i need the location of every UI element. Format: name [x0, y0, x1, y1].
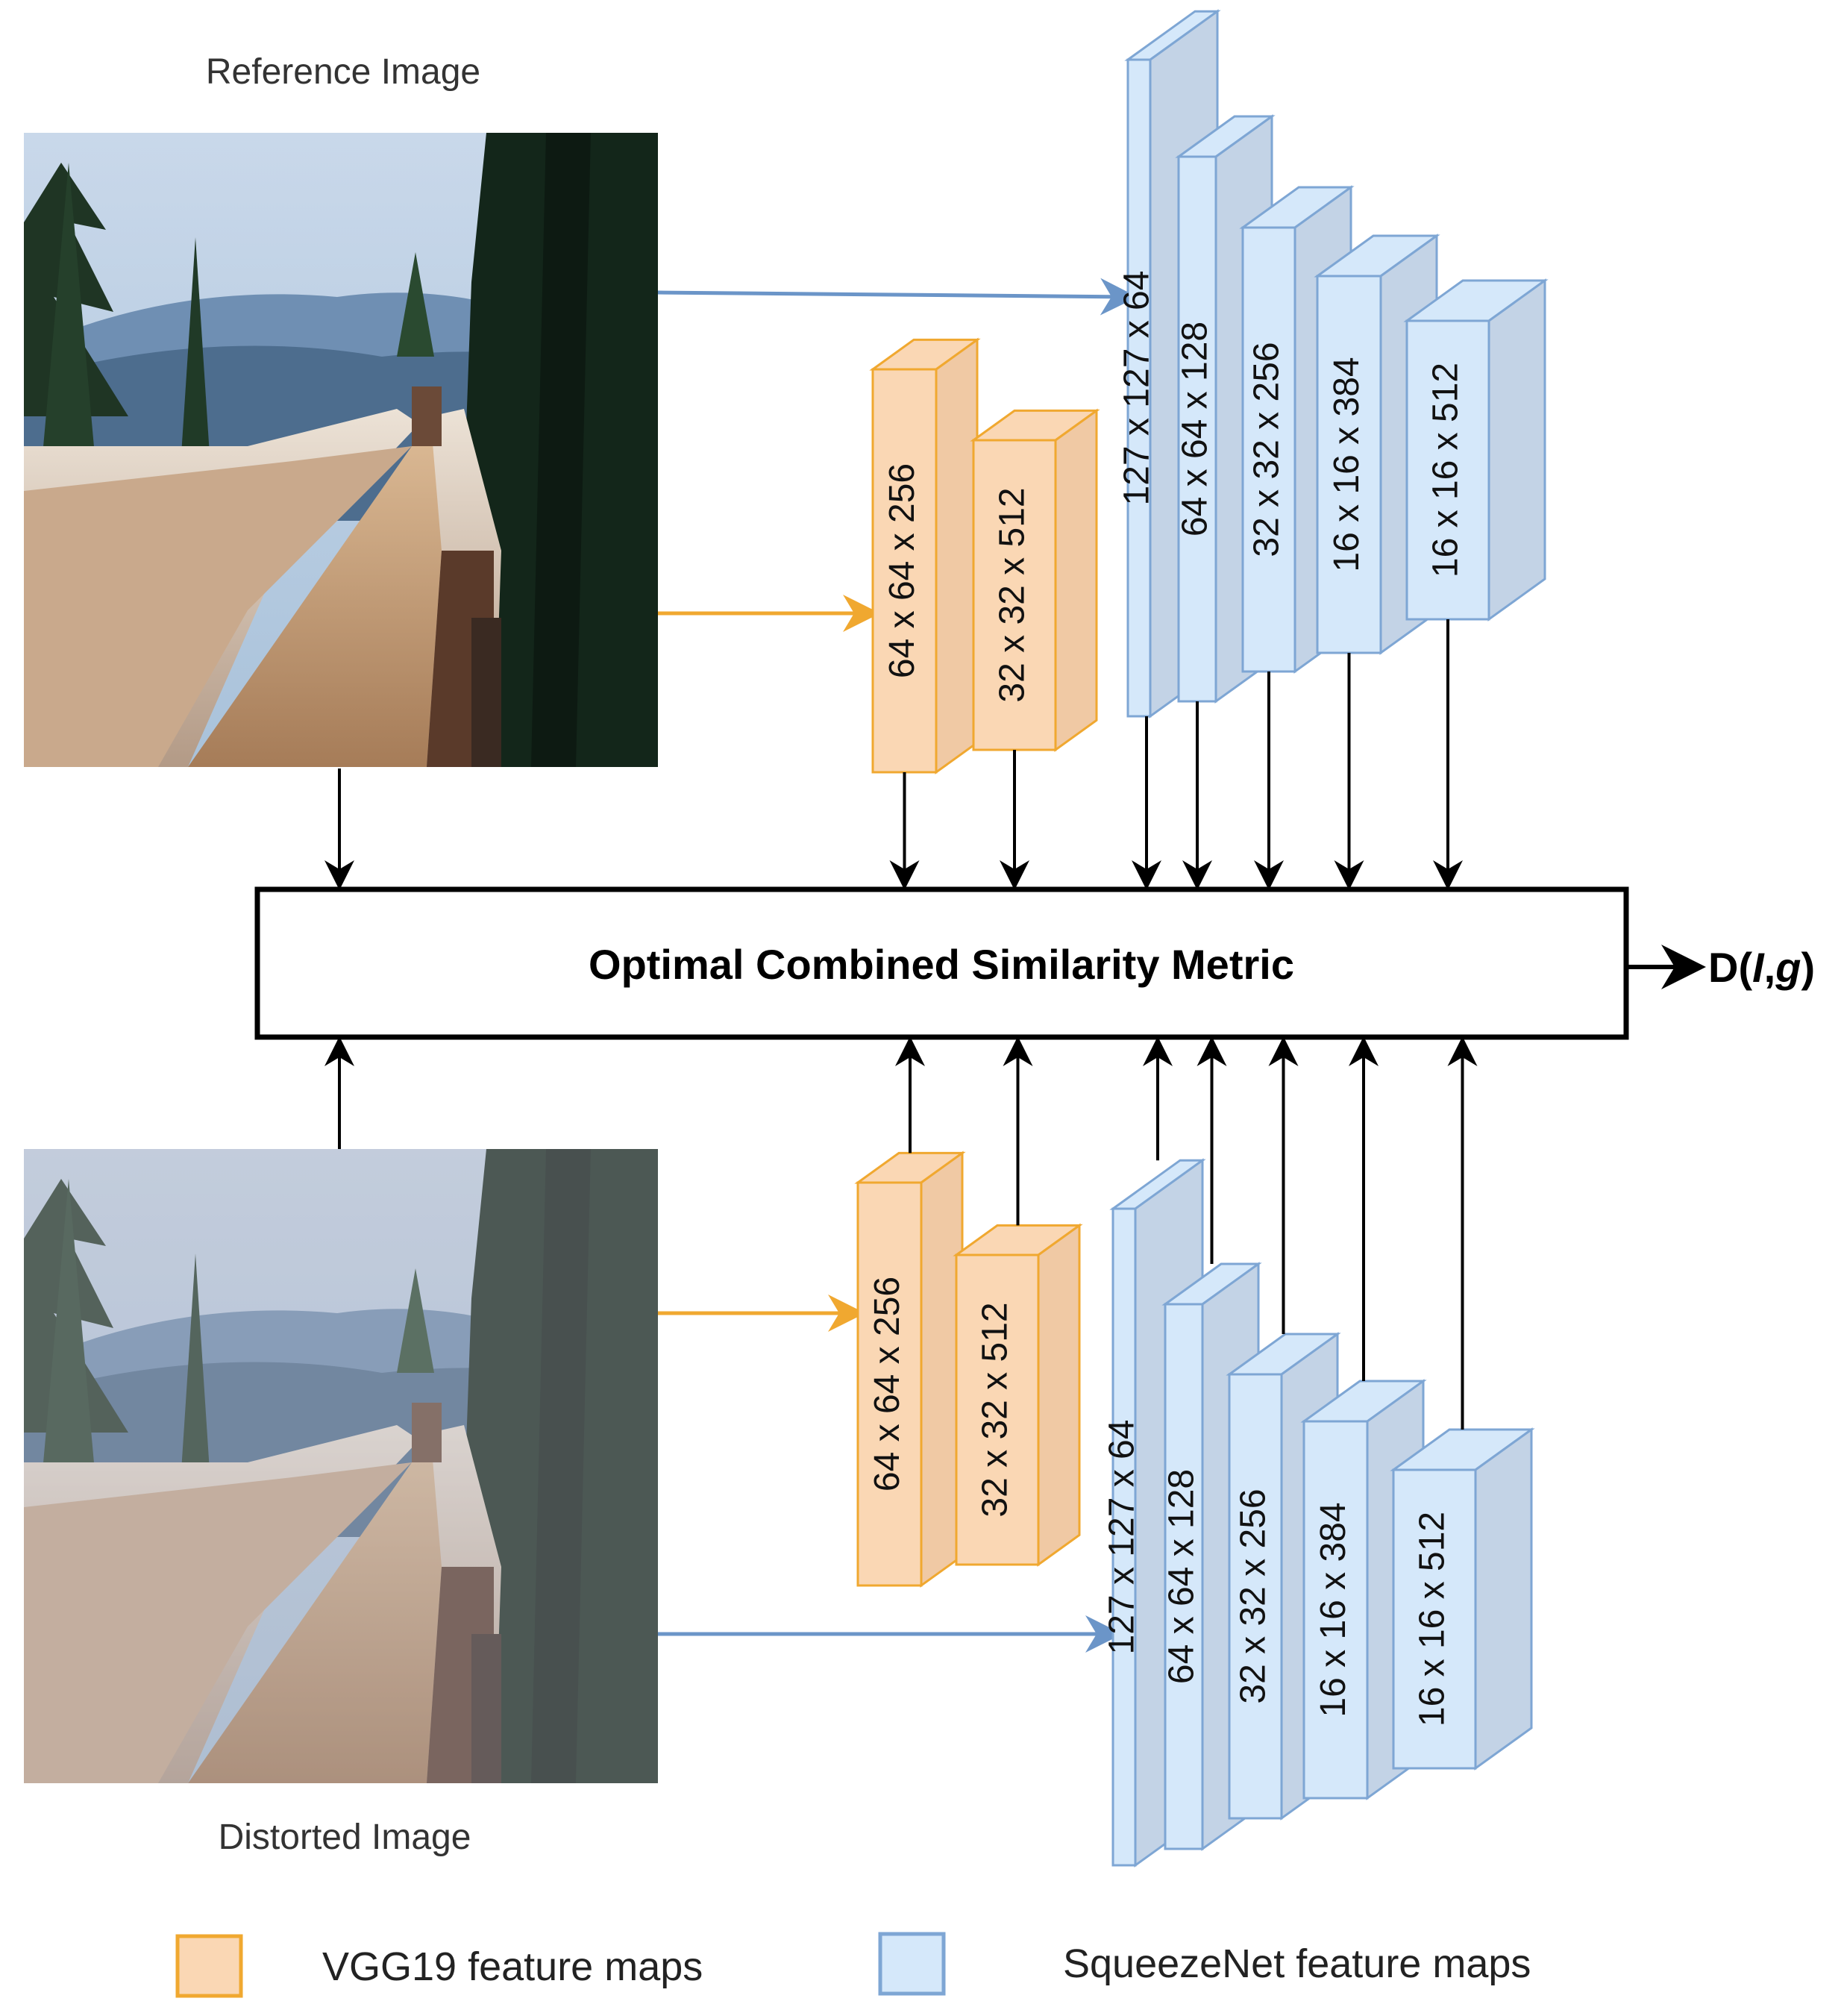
legend-squeezenet-label: SqueezeNet feature maps — [1063, 1941, 1531, 1986]
legend-vgg-swatch — [175, 1934, 243, 1998]
distorted-vgg-block-1-front-face — [856, 1181, 923, 1587]
distorted-vgg-block-2-label: 32 x 32 x 512 — [976, 1302, 1015, 1517]
distorted-image — [24, 1149, 658, 1783]
distorted-vgg-block-2-front-face — [955, 1253, 1040, 1566]
distorted-squeezenet-block-5-label: 16 x 16 x 512 — [1413, 1512, 1452, 1727]
reference-squeezenet-block-5: 16 x 16 x 512 — [1403, 278, 1549, 622]
metric-box — [254, 886, 1629, 1040]
output-var-i: I — [1752, 944, 1765, 991]
reference-image-label: Reference Image — [206, 52, 480, 92]
distorted-squeezenet-block-4-front-face — [1302, 1420, 1369, 1800]
distorted-vgg-block-1-label: 64 x 64 x 256 — [868, 1277, 907, 1491]
distorted-squeezenet-block-2-front-face — [1164, 1303, 1204, 1850]
output-sep: , — [1764, 944, 1776, 991]
reference-vgg-block-1: 64 x 64 x 256 — [869, 337, 981, 774]
distorted-feature-maps: 64 x 64 x 256 32 x 32 x 512 127 x 127 x 64… — [854, 1036, 1535, 1868]
reference-vgg-block-1-label: 64 x 64 x 256 — [882, 463, 922, 678]
metric-label: Optimal Combined Similarity Metric — [589, 941, 1294, 988]
reference-squeezenet-block-2-front-face — [1177, 155, 1217, 703]
reference-feature-maps: 64 x 64 x 256 32 x 32 x 512 127 x 127 x 64… — [869, 9, 1549, 890]
distorted-squeezenet-block-3-label: 32 x 32 x 256 — [1234, 1488, 1273, 1703]
distorted-vgg-block-2: 32 x 32 x 512 — [953, 1223, 1083, 1567]
output-label: D(I,g) — [1708, 944, 1815, 991]
output-var-g: g — [1775, 944, 1801, 991]
reference-squeezenet-block-3-front-face — [1241, 226, 1296, 673]
reference-squeezenet-block-5-side-face — [1487, 278, 1546, 622]
reference-vgg-block-2: 32 x 32 x 512 — [970, 408, 1100, 752]
reference-vgg-block-2-side-face — [1054, 408, 1098, 752]
reference-squeezenet-block-4-front-face — [1316, 275, 1382, 654]
distorted-squeezenet-block-4-label: 16 x 16 x 384 — [1314, 1502, 1353, 1717]
distorted-squeezenet-block-2-label: 64 x 64 x 128 — [1162, 1469, 1202, 1684]
reference-squeezenet-block-1-label: 127 x 127 x 64 — [1117, 271, 1157, 506]
reference-squeezenet-block-3-label: 32 x 32 x 256 — [1247, 342, 1287, 557]
reference-vgg-block-2-label: 32 x 32 x 512 — [993, 487, 1032, 702]
distorted-squeezenet-block-3-front-face — [1228, 1373, 1283, 1820]
reference-to-squeezenet-arrow — [657, 278, 1138, 316]
reference-squeezenet-block-2-label: 64 x 64 x 128 — [1176, 322, 1215, 536]
legend-squeezenet-swatch — [878, 1932, 946, 1996]
distorted-squeezenet-block-5-front-face — [1392, 1468, 1477, 1770]
reference-squeezenet-block-5-label: 16 x 16 x 512 — [1426, 363, 1466, 577]
legend-vgg-label: VGG19 feature maps — [322, 1944, 703, 1989]
distorted-image-label: Distorted Image — [219, 1818, 471, 1857]
distorted-vgg-block-1: 64 x 64 x 256 — [854, 1151, 966, 1588]
reference-squeezenet-block-1-front-face — [1126, 58, 1152, 718]
reference-vgg-block-1-side-face — [935, 337, 979, 774]
output-prefix: D( — [1708, 944, 1752, 991]
distorted-squeezenet-block-5-side-face — [1474, 1427, 1533, 1771]
reference-image — [24, 133, 658, 767]
distorted-squeezenet-block-1-label: 127 x 127 x 64 — [1103, 1420, 1142, 1655]
distorted-vgg-block-2-side-face — [1037, 1223, 1081, 1567]
reference-squeezenet-block-5-front-face — [1405, 319, 1490, 621]
output-suffix: ) — [1801, 944, 1815, 991]
reference-squeezenet-block-4-label: 16 x 16 x 384 — [1327, 357, 1367, 572]
distorted-squeezenet-block-1-front-face — [1111, 1207, 1137, 1867]
distorted-squeezenet-block-5: 16 x 16 x 512 — [1390, 1427, 1535, 1771]
